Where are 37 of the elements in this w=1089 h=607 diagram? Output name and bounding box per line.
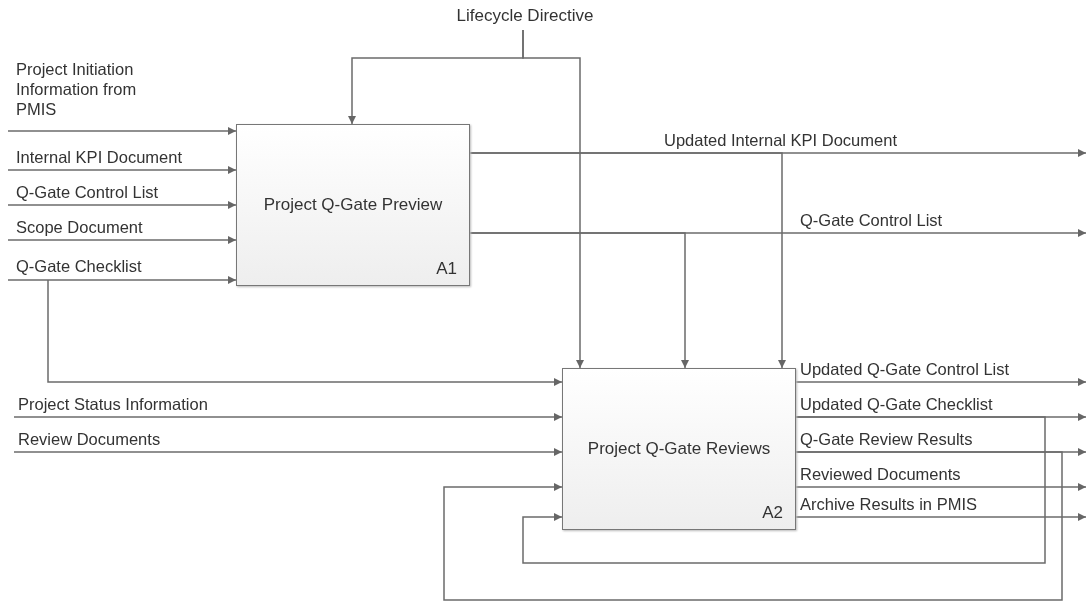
arrow-label: Q-Gate Checklist [16,257,142,277]
arrow-label: Project Status Information [18,395,208,415]
arrow-label: Review Documents [18,430,161,450]
arrow [47,279,563,386]
activity-box [562,368,796,530]
arrow [469,152,786,369]
activity-box [236,124,470,286]
arrow [7,166,237,174]
arrow [13,448,563,456]
arrow [443,451,1063,601]
arrow-label: Reviewed Documents [800,465,961,485]
arrow [7,276,237,284]
arrow-label: Scope Document [16,218,143,238]
arrow-label: Q-Gate Control List [800,211,943,231]
arrow [795,378,1087,386]
arrow-label: Internal KPI Document [16,148,182,168]
arrow [522,416,1046,564]
activity-number: A2 [762,503,783,523]
arrow [795,513,1087,521]
arrow-label: Q-Gate Control List [16,183,159,203]
arrow-label: Archive Results in PMIS [800,495,977,515]
arrow [795,483,1087,491]
activity-name: Project Q-Gate Reviews [586,439,772,459]
arrow-label: Updated Q-Gate Control List [800,360,1010,380]
arrow-label: Updated Q-Gate Checklist [800,395,993,415]
arrow-label: Q-Gate Review Results [800,430,973,450]
control-label: Lifecycle Directive [440,6,610,30]
activity-name: Project Q-Gate Preview [262,195,444,215]
arrow [469,232,689,369]
arrow [522,29,584,369]
arrow-label: Updated Internal KPI Document [664,131,897,151]
activity-number: A1 [436,259,457,279]
arrow [7,201,237,209]
arrow [7,127,237,135]
arrow-label: Project Initiation Information from PMIS [16,60,138,120]
arrow [13,413,563,421]
arrow [7,236,237,244]
